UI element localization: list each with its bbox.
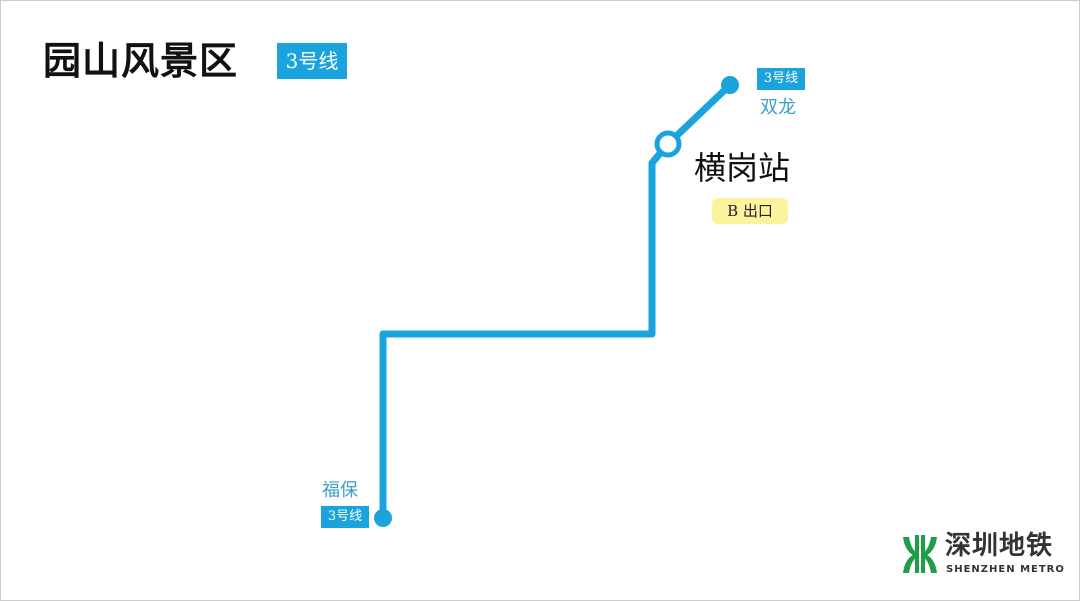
fubao-label: 福保 (322, 480, 358, 501)
logo-text-cn: 深圳地铁 (945, 531, 1054, 561)
shenzhen-metro-logo-icon (903, 535, 937, 573)
current-station-marker (654, 130, 682, 158)
shuanglong-label: 双龙 (760, 97, 796, 118)
fubao-line-badge: 3号线 (321, 506, 369, 528)
exit-badge: B 出口 (712, 198, 788, 224)
terminal-fubao-dot (374, 509, 392, 527)
page-title: 园山风景区 (43, 39, 239, 83)
shuanglong-line-badge: 3号线 (757, 68, 805, 90)
terminal-shuanglong-dot (721, 76, 739, 94)
logo-text-en: SHENZHEN METRO (946, 564, 1065, 575)
line-3-path (379, 82, 733, 518)
line-badge: 3号线 (277, 43, 347, 79)
station-name: 横岗站 (694, 149, 791, 187)
